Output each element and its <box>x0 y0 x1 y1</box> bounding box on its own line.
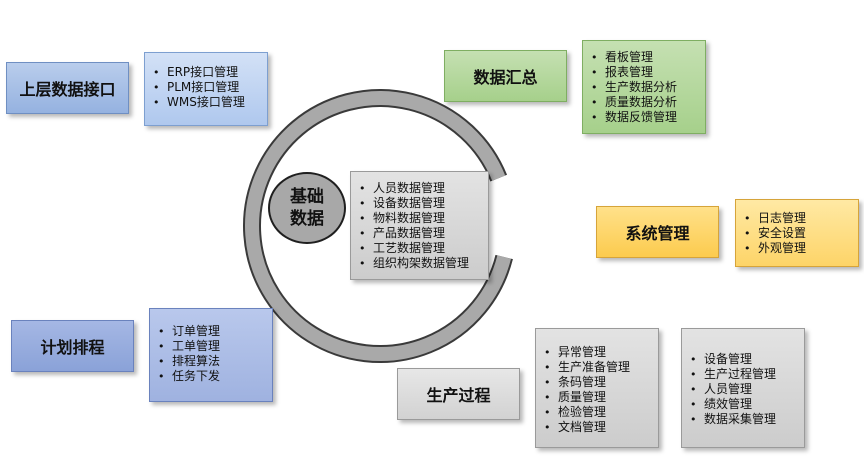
production-process-list-b: 设备管理 生产过程管理 人员管理 绩效管理 数据采集管理 <box>681 328 805 448</box>
list-item: 设备管理 <box>690 352 804 367</box>
planning-list: 订单管理 工单管理 排程算法 任务下发 <box>149 308 273 402</box>
list-item: 工单管理 <box>158 339 272 354</box>
upper-interface-title: 上层数据接口 <box>6 62 129 114</box>
data-summary-list: 看板管理 报表管理 生产数据分析 质量数据分析 数据反馈管理 <box>582 40 706 134</box>
list-item: 产品数据管理 <box>359 226 488 241</box>
list-item: 设备数据管理 <box>359 196 488 211</box>
list-item: 数据反馈管理 <box>591 110 705 125</box>
list-item: 生产准备管理 <box>544 360 658 375</box>
production-process-list-a: 异常管理 生产准备管理 条码管理 质量管理 检验管理 文档管理 <box>535 328 659 448</box>
list-item: 报表管理 <box>591 65 705 80</box>
list-item: 条码管理 <box>544 375 658 390</box>
list-item: 异常管理 <box>544 345 658 360</box>
list-item: PLM接口管理 <box>153 80 267 95</box>
upper-interface-title-text: 上层数据接口 <box>19 80 116 99</box>
production-process-title-text: 生产过程 <box>426 386 491 405</box>
list-item: 生产过程管理 <box>690 367 804 382</box>
base-data-list: 人员数据管理 设备数据管理 物料数据管理 产品数据管理 工艺数据管理 组织构架数… <box>350 171 489 280</box>
base-data-title-line2: 数据 <box>290 209 324 229</box>
list-item: 人员数据管理 <box>359 181 488 196</box>
list-item: 绩效管理 <box>690 397 804 412</box>
list-item: 数据采集管理 <box>690 412 804 427</box>
base-data-title-line1: 基础 <box>290 187 324 207</box>
list-item: 外观管理 <box>744 241 858 256</box>
list-item: 任务下发 <box>158 369 272 384</box>
list-item: 物料数据管理 <box>359 211 488 226</box>
list-item: 工艺数据管理 <box>359 241 488 256</box>
list-item: 日志管理 <box>744 211 858 226</box>
list-item: 质量管理 <box>544 390 658 405</box>
planning-title: 计划排程 <box>11 320 134 372</box>
system-management-title-text: 系统管理 <box>625 224 690 243</box>
list-item: 生产数据分析 <box>591 80 705 95</box>
data-summary-title: 数据汇总 <box>444 50 567 102</box>
list-item: 组织构架数据管理 <box>359 256 488 271</box>
base-data-circle: 基础 数据 <box>268 172 346 244</box>
upper-interface-list: ERP接口管理 PLM接口管理 WMS接口管理 <box>144 52 268 126</box>
list-item: 人员管理 <box>690 382 804 397</box>
list-item: 文档管理 <box>544 420 658 435</box>
data-summary-title-text: 数据汇总 <box>473 68 538 87</box>
list-item: 安全设置 <box>744 226 858 241</box>
list-item: 排程算法 <box>158 354 272 369</box>
list-item: 质量数据分析 <box>591 95 705 110</box>
production-process-title: 生产过程 <box>397 368 520 420</box>
list-item: WMS接口管理 <box>153 95 267 110</box>
system-management-title: 系统管理 <box>596 206 719 258</box>
list-item: ERP接口管理 <box>153 65 267 80</box>
planning-title-text: 计划排程 <box>40 338 105 357</box>
list-item: 订单管理 <box>158 324 272 339</box>
list-item: 看板管理 <box>591 50 705 65</box>
ring-arc-fill <box>245 91 511 362</box>
list-item: 检验管理 <box>544 405 658 420</box>
system-management-list: 日志管理 安全设置 外观管理 <box>735 199 859 267</box>
